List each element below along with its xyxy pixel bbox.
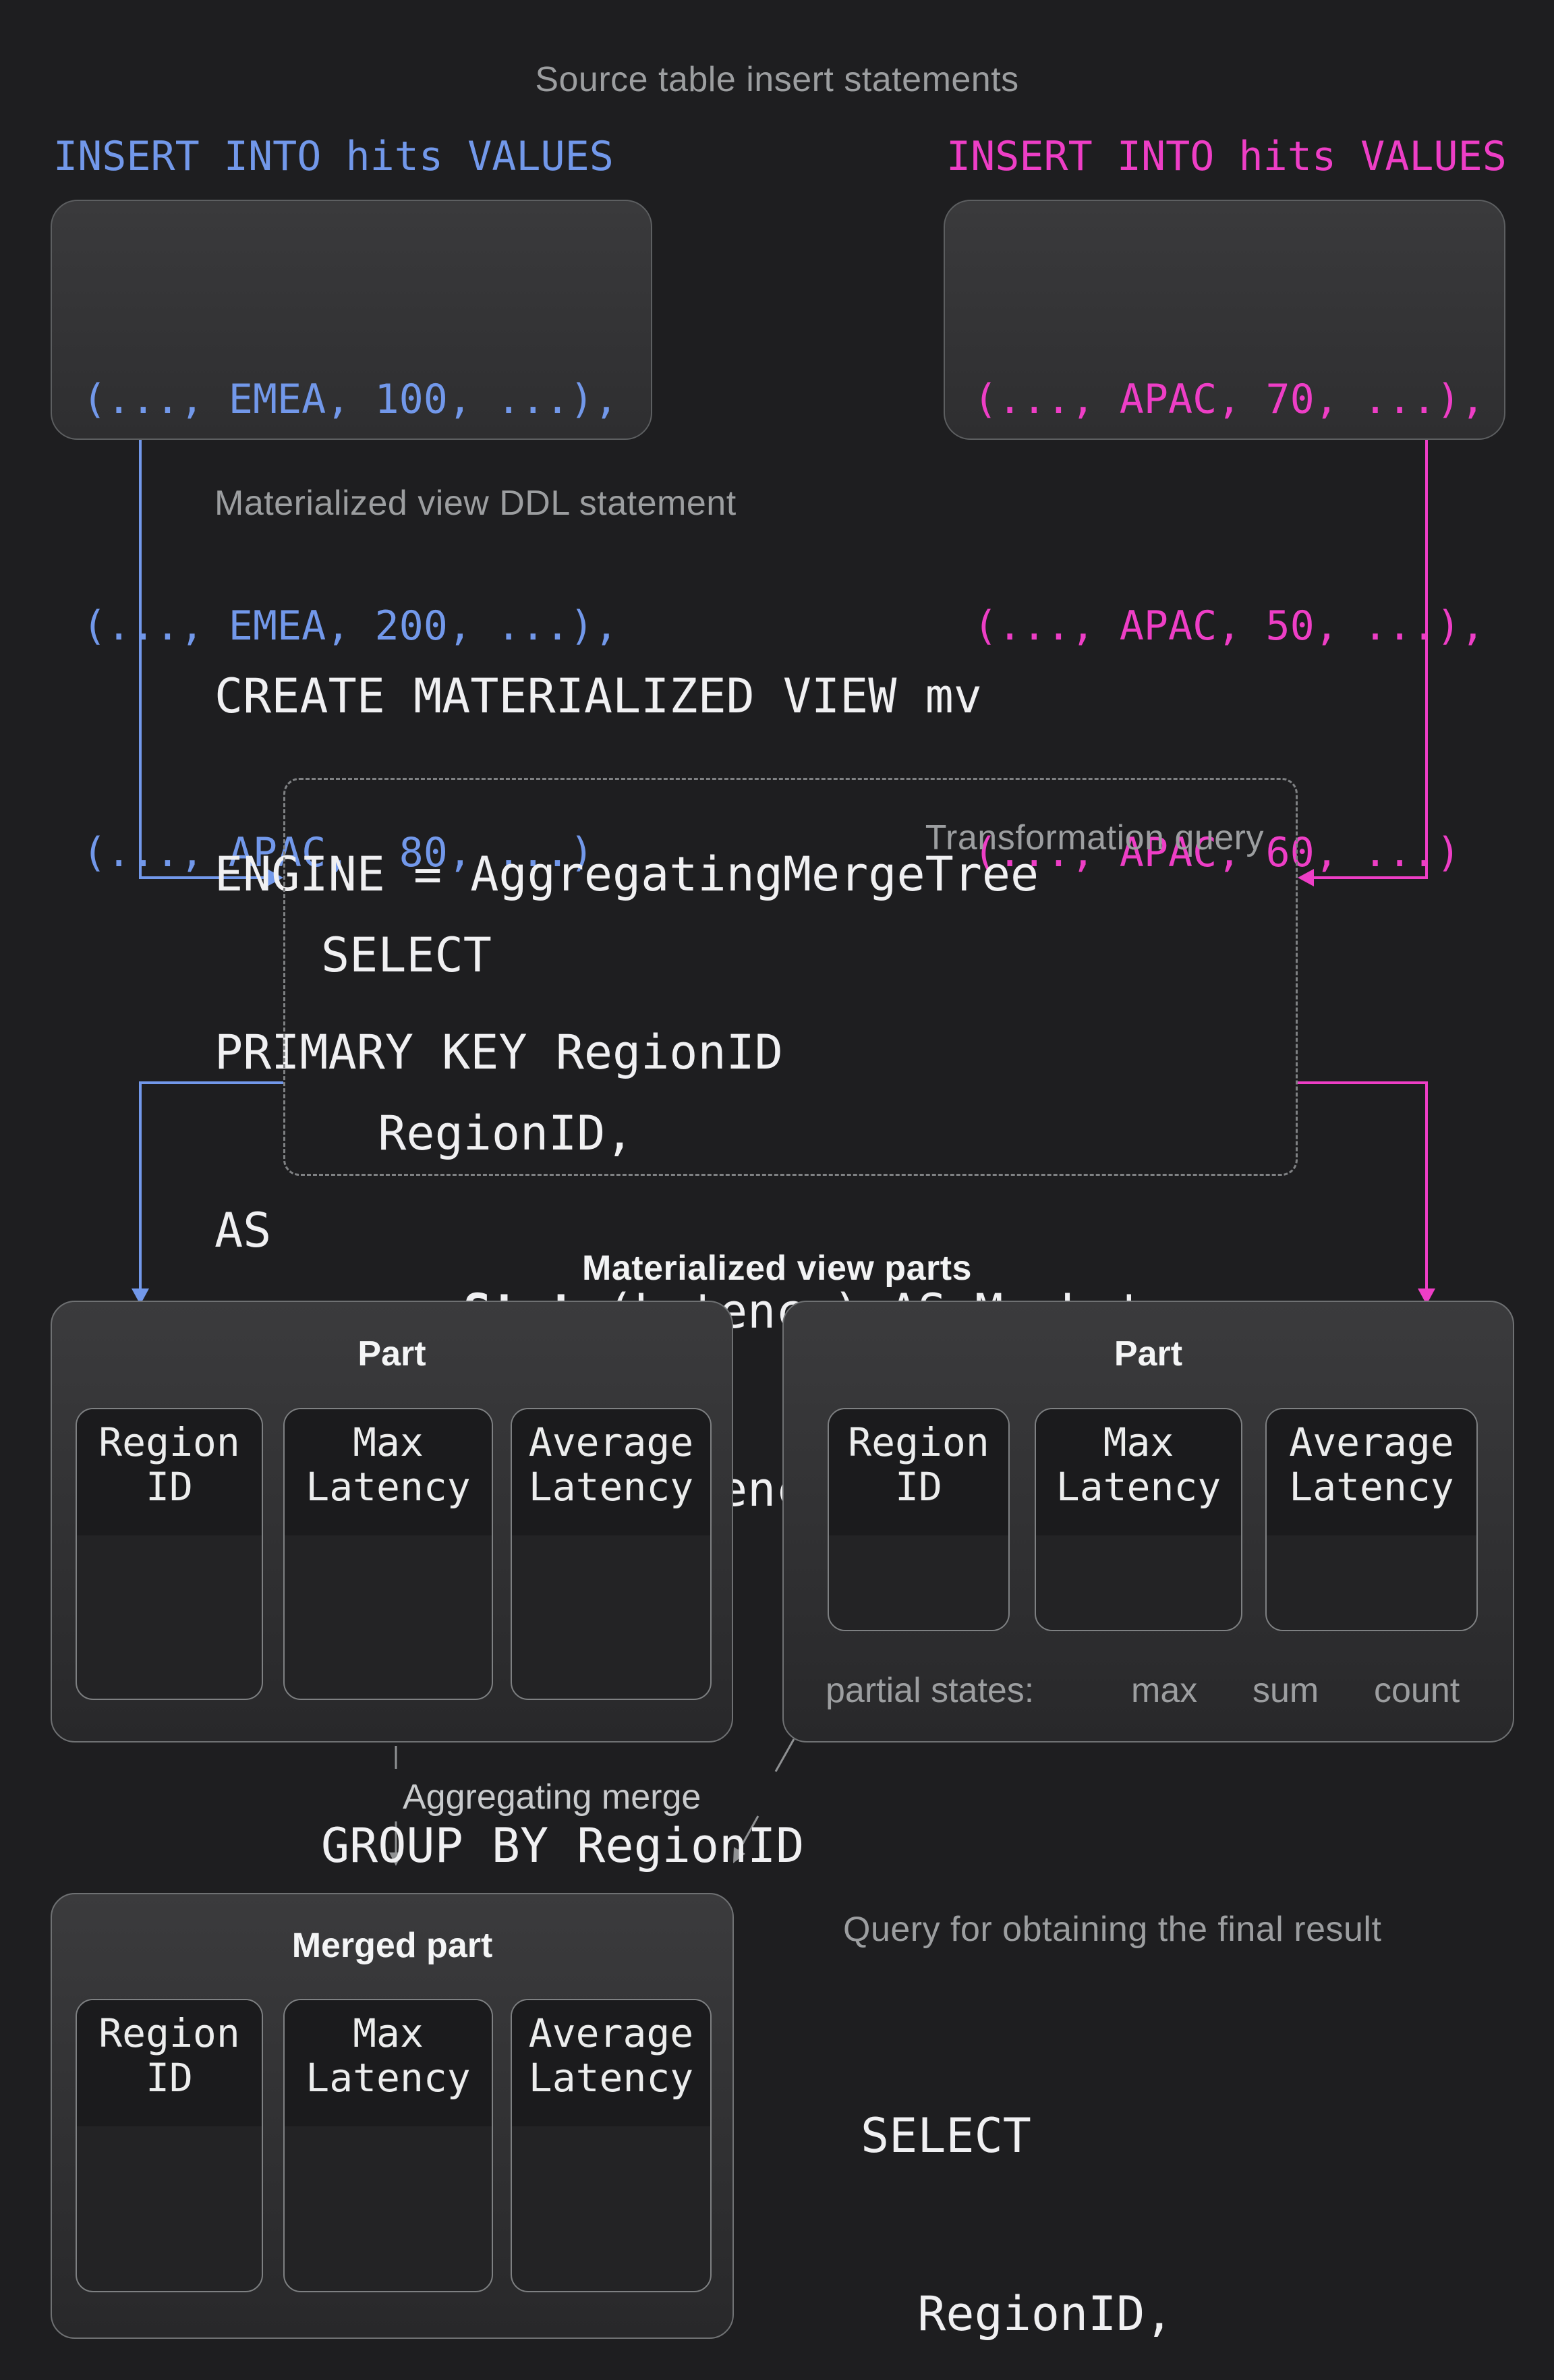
table-column-region: RegionID EMEA APAC	[76, 1408, 263, 1700]
cell: 200	[285, 1689, 492, 1699]
code-line: RegionID,	[861, 2286, 1174, 2342]
table-column-region: RegionID APAC	[828, 1408, 1010, 1631]
blue-arrowhead-right-icon	[267, 869, 283, 886]
aggregating-merge-label: Aggregating merge	[403, 1778, 701, 1817]
insert-row: (..., APAC, 50, ...),	[973, 602, 1485, 650]
transformation-query-label: Transformation query	[925, 818, 1264, 857]
blue-arrow-insert-to-query	[139, 440, 270, 879]
table-column-region: RegionID EMEA APAC	[76, 1999, 263, 2292]
blue-arrow-query-to-part	[139, 1081, 283, 1293]
transformation-query-box	[283, 778, 1298, 1176]
code-line: SELECT	[861, 2108, 1031, 2163]
gray-arrow-diagonal-to-merged	[737, 1815, 759, 1852]
code-line: SELECT	[321, 928, 492, 983]
insert-row: (..., EMEA, 100, ...),	[82, 376, 618, 423]
parts-section-label: Materialized view parts	[582, 1249, 972, 1288]
magenta-arrowhead-left-icon	[1298, 869, 1314, 886]
ddl-title: Materialized view DDL statement	[214, 484, 737, 523]
partial-state-max: max	[1131, 1671, 1198, 1710]
insert-row: (..., APAC, 80, ...)	[82, 829, 594, 876]
part-right-title: Part	[1114, 1334, 1183, 1373]
final-query-label: Query for obtaining the final result	[843, 1910, 1382, 1949]
code-line: CREATE MATERIALIZED VIEW mv	[214, 669, 982, 724]
insert-right-box: (..., APAC, 70, ...), (..., APAC, 50, ..…	[944, 200, 1505, 876]
ddl-code: CREATE MATERIALIZED VIEW mv ENGINE = Agg…	[214, 548, 1039, 1379]
insert-row: (..., EMEA, 200, ...),	[82, 602, 618, 650]
code-line: GROUP BY RegionID	[321, 1818, 805, 1873]
insert-row: (..., APAC, 60, ...)	[973, 829, 1461, 876]
code-line: AS	[214, 1203, 272, 1258]
part-left-title: Part	[357, 1334, 426, 1373]
cell: 300, 2	[512, 1689, 710, 1699]
insert-row: (..., APAC, 70, ...),	[973, 376, 1485, 423]
partial-states-label: partial states:	[826, 1671, 1035, 1710]
merged-part-title: Merged part	[291, 1926, 493, 1965]
cell: EMEA	[77, 1689, 262, 1699]
partial-state-count: count	[1374, 1671, 1460, 1710]
magenta-arrow-query-to-part	[1298, 1081, 1428, 1293]
blue-arrowhead-down-icon	[132, 1288, 149, 1305]
magenta-arrowhead-down-icon	[1418, 1288, 1435, 1305]
insert-left-box: (..., EMEA, 100, ...), (..., EMEA, 200, …	[51, 200, 652, 876]
partial-state-sum: sum	[1253, 1671, 1319, 1710]
code-line: RegionID,	[321, 1106, 634, 1161]
insert-right-label: INSERT INTO hits VALUES	[946, 133, 1507, 180]
code-line: PRIMARY KEY RegionID	[214, 1025, 783, 1080]
gray-line-rightpart-diagonal	[774, 1738, 795, 1772]
code-line: ENGINE = AggregatingMergeTree	[214, 847, 1039, 902]
insert-left-label: INSERT INTO hits VALUES	[53, 133, 614, 180]
gray-arrowhead-down-left-icon	[733, 1847, 745, 1863]
magenta-arrow-insert-to-query	[1311, 440, 1428, 879]
page-title: Source table insert statements	[535, 60, 1019, 99]
gray-arrowhead-down-icon	[389, 1852, 403, 1866]
